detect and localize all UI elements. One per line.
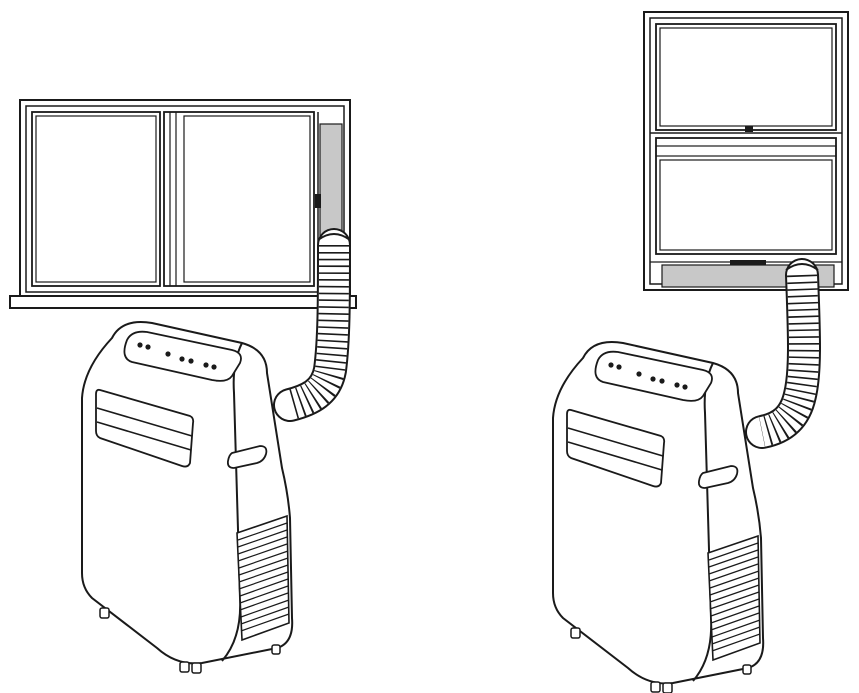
hung-window-frame — [643, 11, 849, 291]
exhaust-hose — [273, 228, 351, 422]
sliding-window-frame — [19, 99, 351, 297]
exhaust-hose-right — [745, 258, 821, 449]
hung-window-figure — [552, 11, 849, 693]
sliding-window-figure — [9, 99, 357, 674]
window-sill — [9, 295, 357, 309]
